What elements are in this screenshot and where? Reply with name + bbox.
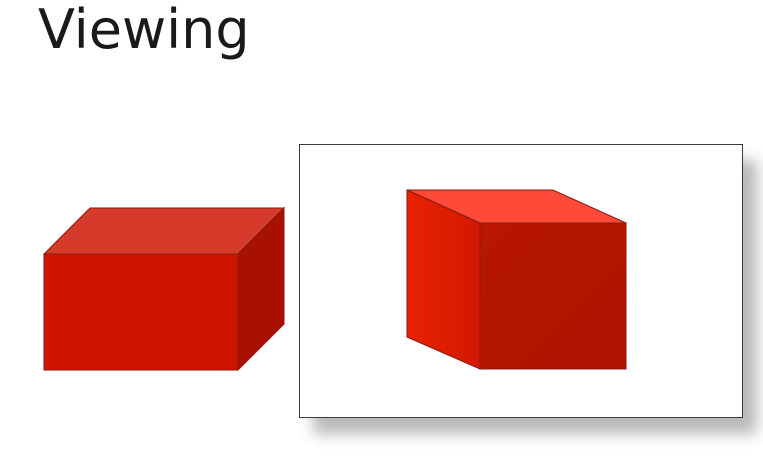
perspective-box-illustration [42, 206, 286, 372]
cube-front-face [479, 222, 627, 370]
viewport-frame [299, 144, 743, 418]
box-front-face [43, 253, 239, 371]
framed-cube-illustration [406, 189, 627, 370]
slide-title: Viewing [38, 0, 250, 61]
